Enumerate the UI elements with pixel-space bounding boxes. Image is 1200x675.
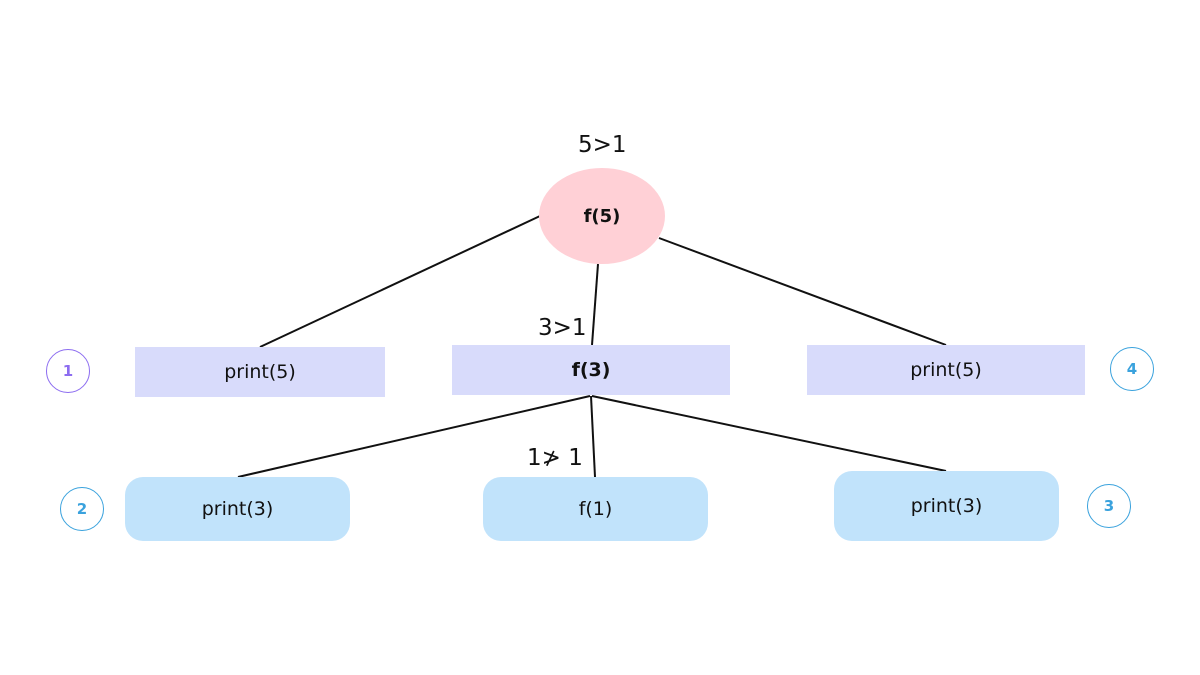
node-print5-left: print(5) — [135, 347, 385, 397]
edge-f3-to-print3-left — [237, 395, 591, 478]
condition-level2: 1≯ 1 — [527, 445, 583, 471]
node-print3-right-label: print(3) — [910, 495, 983, 517]
node-print3-left-label: print(3) — [201, 498, 274, 520]
edge-f3-to-f1 — [590, 395, 596, 478]
root-node-f5: f(5) — [539, 168, 665, 264]
condition-root: 5>1 — [578, 132, 627, 158]
node-print5-right-label: print(5) — [910, 359, 982, 381]
root-node-label: f(5) — [583, 205, 621, 227]
node-f3: f(3) — [452, 345, 730, 395]
node-f1-label: f(1) — [578, 498, 613, 520]
node-print5-left-label: print(5) — [224, 361, 296, 383]
edge-root-to-print5-left — [259, 215, 541, 348]
edge-root-to-f3 — [591, 263, 599, 346]
order-badge-2: 2 — [60, 487, 104, 531]
condition-level1: 3>1 — [538, 315, 587, 341]
node-print5-right: print(5) — [807, 345, 1085, 395]
order-badge-4-label: 4 — [1126, 360, 1138, 378]
edge-f3-to-print3-right — [591, 395, 947, 472]
edge-root-to-print5-right — [658, 237, 947, 346]
node-f1: f(1) — [483, 477, 708, 541]
order-badge-3: 3 — [1087, 484, 1131, 528]
order-badge-3-label: 3 — [1103, 497, 1115, 515]
node-f3-label: f(3) — [571, 359, 611, 381]
order-badge-1-label: 1 — [62, 362, 74, 380]
order-badge-2-label: 2 — [76, 500, 88, 518]
order-badge-1: 1 — [46, 349, 90, 393]
node-print3-left: print(3) — [125, 477, 350, 541]
node-print3-right: print(3) — [834, 471, 1059, 541]
order-badge-4: 4 — [1110, 347, 1154, 391]
